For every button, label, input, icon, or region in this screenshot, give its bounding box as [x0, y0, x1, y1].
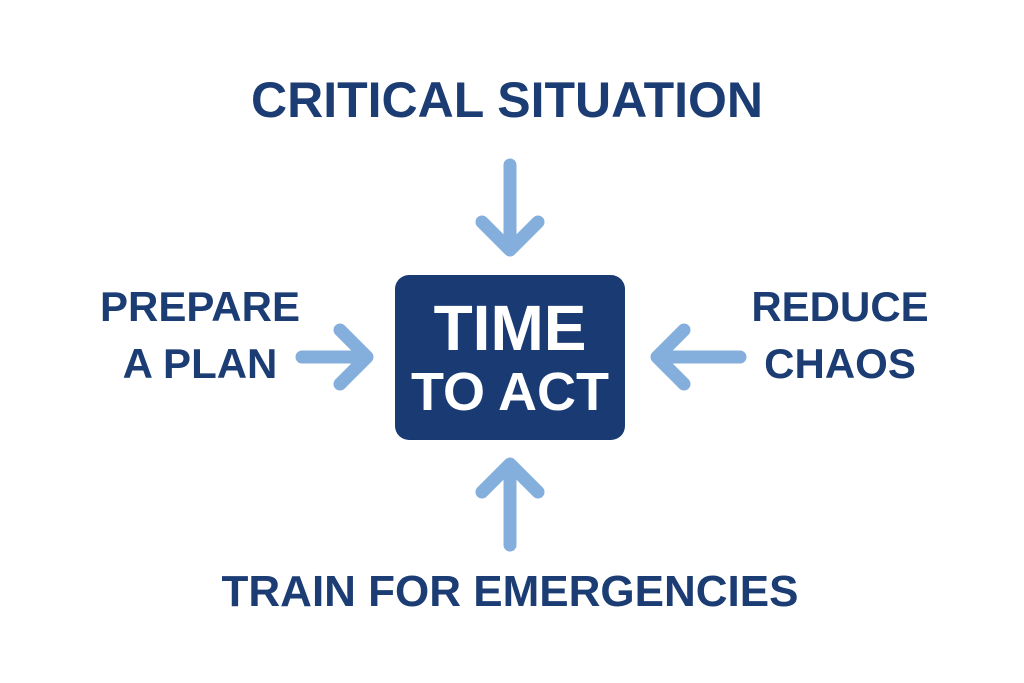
arrow-left-icon — [650, 323, 747, 391]
right-label-line1: REDUCE — [751, 283, 929, 330]
center-box: TIME TO ACT — [395, 275, 625, 440]
right-label-line2: CHAOS — [764, 340, 916, 387]
left-label-line2: A PLAN — [122, 340, 278, 387]
arrow-down-icon — [475, 158, 545, 257]
arrow-up-icon — [475, 457, 545, 552]
center-line2: TO ACT — [411, 362, 609, 422]
right-label: REDUCE CHAOS — [720, 278, 960, 392]
bottom-label: TRAIN FOR EMERGENCIES — [221, 567, 799, 616]
arrow-right-icon — [295, 323, 374, 391]
center-line1: TIME — [433, 292, 587, 364]
top-label: CRITICAL SITUATION — [250, 72, 763, 128]
left-label: PREPARE A PLAN — [80, 278, 320, 392]
left-label-line1: PREPARE — [100, 283, 300, 330]
